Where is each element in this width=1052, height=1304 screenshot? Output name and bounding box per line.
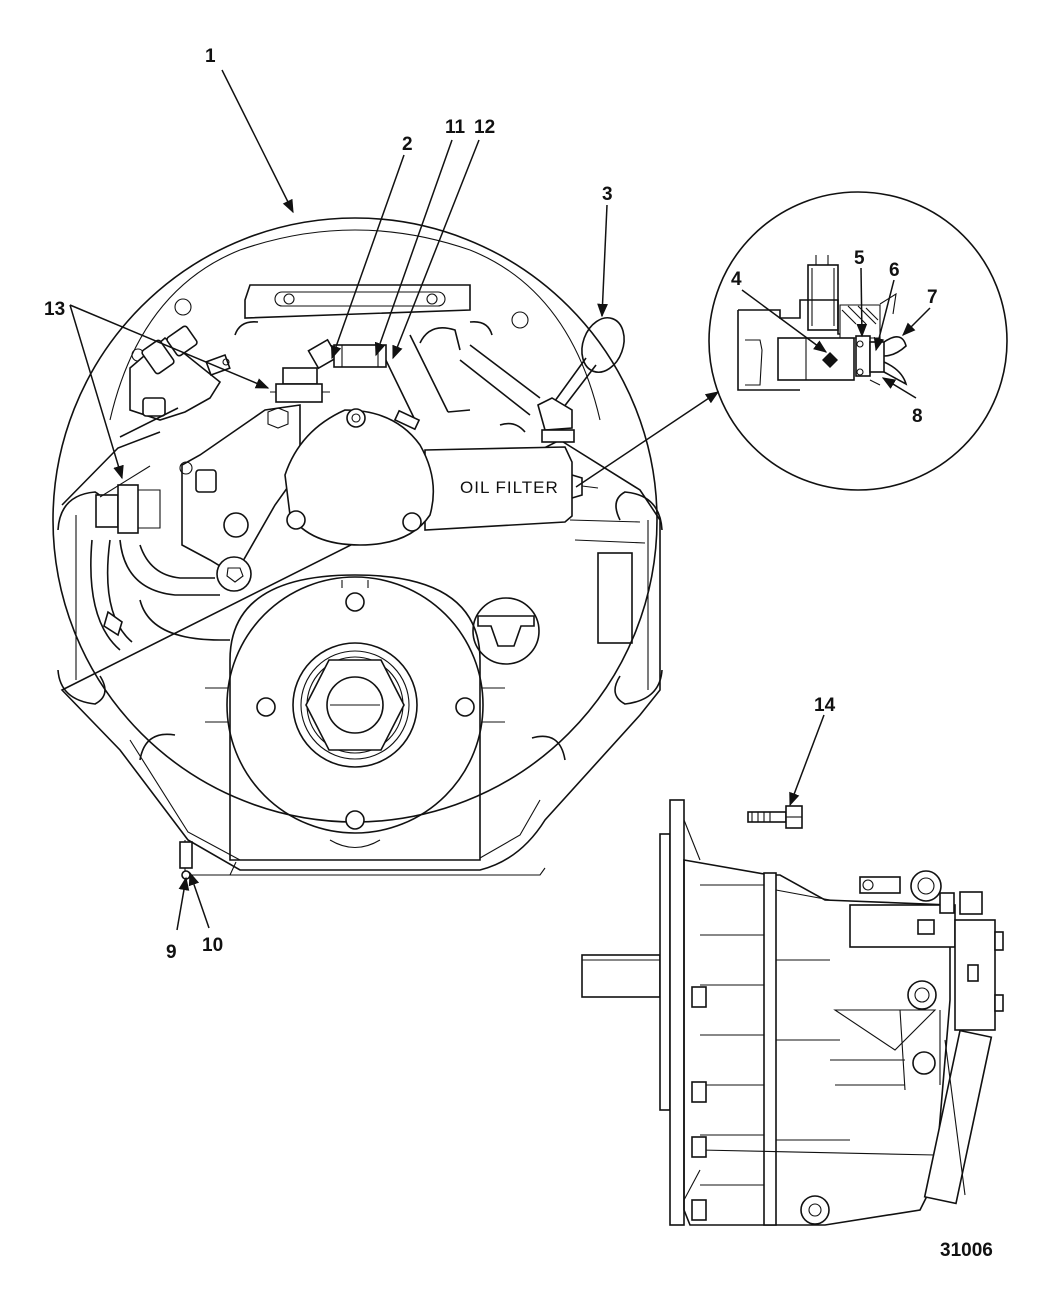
leader-lines	[69, 69, 931, 931]
oil-filter-label: OIL FILTER	[460, 478, 559, 497]
oil-filter-housing	[424, 446, 573, 531]
pump-cover	[284, 409, 435, 546]
callout-1: 1	[205, 46, 216, 67]
detail-view-inset	[708, 191, 1008, 491]
callout-10: 10	[202, 935, 223, 956]
callout-4: 4	[731, 269, 742, 290]
callout-3: 3	[602, 184, 613, 205]
manufacturer-logo	[472, 597, 540, 665]
case-outline	[60, 431, 661, 871]
callout-13: 13	[44, 299, 65, 320]
callout-7: 7	[927, 287, 938, 308]
callout-8: 8	[912, 406, 923, 427]
figure-reference-number: 31006	[940, 1240, 993, 1261]
dipstick	[537, 317, 625, 443]
callout-5: 5	[854, 248, 865, 269]
bolt-item-14	[747, 805, 803, 829]
callout-14: 14	[814, 695, 836, 716]
shift-bracket	[129, 325, 231, 421]
side-view-transmission	[581, 799, 1004, 1226]
callout-11: 11	[445, 117, 466, 138]
callout-9: 9	[166, 942, 177, 963]
front-view-transmission: OIL FILTER	[52, 217, 663, 880]
output-flange	[205, 574, 505, 861]
callout-12: 12	[474, 117, 495, 138]
callout-2: 2	[402, 134, 413, 155]
callout-labels: 1 2 3 4 5 6 7 8 9 10 11 12 13 14 31006	[44, 46, 993, 1261]
callout-6: 6	[889, 260, 900, 281]
